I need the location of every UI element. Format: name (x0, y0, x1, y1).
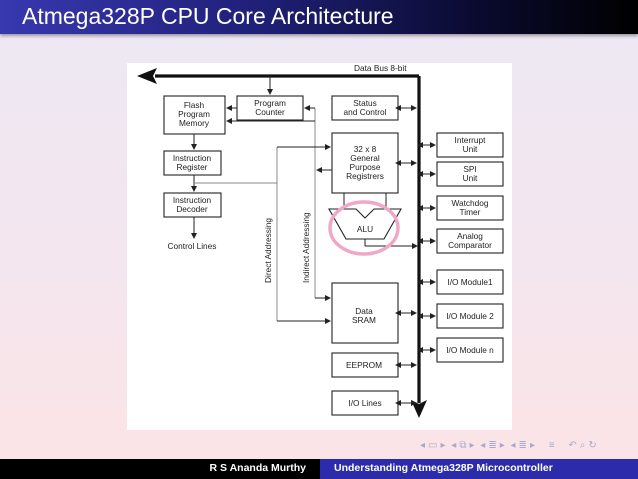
svg-text:Analog: Analog (457, 231, 483, 241)
svg-text:Flash: Flash (184, 100, 205, 110)
nav-right-arrow-icon[interactable]: ▸ (469, 440, 475, 451)
nav-left-arrow-icon[interactable]: ◂ (451, 440, 457, 451)
svg-text:Memory: Memory (179, 118, 210, 128)
internal-lines (191, 76, 332, 324)
bus-arrow-left (137, 68, 157, 84)
io-module-1-block: I/O Module1 (436, 269, 504, 295)
svg-text:Register: Register (177, 162, 208, 172)
instruction-decoder-block: Instruction Decoder (163, 192, 222, 218)
alu-highlight-circle (328, 200, 400, 256)
svg-text:Comparator: Comparator (448, 240, 492, 250)
svg-text:32 x 8: 32 x 8 (354, 144, 377, 154)
svg-text:Interrupt: Interrupt (455, 135, 487, 145)
bus-connections (395, 105, 436, 406)
section-icon[interactable]: ≣ (488, 440, 497, 451)
svg-text:SRAM: SRAM (352, 315, 376, 325)
status-control-block: Status and Control (331, 95, 399, 121)
diagram-svg: Data Bus 8-bit Flash Program Memory Prog… (137, 63, 504, 418)
svg-text:I/O Module 2: I/O Module 2 (446, 311, 494, 321)
io-module-2-block: I/O Module 2 (436, 303, 504, 329)
subsection-icon[interactable]: ≣ (518, 440, 527, 451)
back-icon[interactable]: ↶ (568, 440, 577, 451)
bus-label: Data Bus 8-bit (354, 63, 407, 73)
nav-right-arrow-icon[interactable]: ▸ (499, 440, 505, 451)
svg-text:Instruction: Instruction (173, 153, 212, 163)
svg-text:ALU: ALU (357, 224, 373, 234)
svg-text:I/O Lines: I/O Lines (348, 398, 381, 408)
program-counter-block: Program Counter (236, 95, 304, 121)
flash-memory-block: Flash Program Memory (163, 95, 226, 135)
nav-left-arrow-icon[interactable]: ◂ (480, 440, 486, 451)
svg-text:Purpose: Purpose (350, 162, 381, 172)
control-lines-label: Control Lines (168, 241, 217, 251)
subsection-frames-icon[interactable]: ⧉ (459, 440, 467, 451)
svg-text:Registrers: Registrers (346, 171, 384, 181)
search-icon[interactable]: ⌕ (579, 440, 586, 451)
analog-comparator-block: Analog Comparator (436, 228, 504, 254)
io-module-n-block: I/O Module n (436, 337, 504, 363)
align-icon[interactable]: ≡ (548, 440, 555, 451)
svg-text:Program: Program (254, 98, 286, 108)
data-sram-block: Data SRAM (331, 282, 399, 344)
footer-author: R S Ananda Murthy (209, 462, 306, 474)
svg-text:Timer: Timer (460, 207, 481, 217)
svg-text:EEPROM: EEPROM (346, 360, 382, 370)
title-bar: Atmega328P CPU Core Architecture (0, 0, 638, 34)
footer-title-panel: Understanding Atmega328P Microcontroller (320, 459, 638, 479)
interrupt-unit-block: Interrupt Unit (436, 132, 504, 158)
indirect-addressing-label: Indirect Addressing (301, 212, 311, 283)
frame-icon[interactable]: ▭ (428, 440, 438, 451)
svg-text:Decoder: Decoder (176, 204, 208, 214)
svg-text:Data: Data (355, 306, 373, 316)
nav-right-arrow-icon[interactable]: ▸ (440, 440, 446, 451)
beamer-navigation-bar: ◂▭▸ ◂⧉▸ ◂≣▸ ◂≣▸ ≡ ↶⌕↻ (420, 440, 635, 454)
direct-addressing-label: Direct Addressing (263, 218, 273, 283)
architecture-diagram: Data Bus 8-bit Flash Program Memory Prog… (127, 63, 512, 430)
nav-right-arrow-icon[interactable]: ▸ (529, 440, 535, 451)
svg-text:Program: Program (178, 109, 210, 119)
svg-text:I/O Module1: I/O Module1 (447, 277, 493, 287)
instruction-register-block: Instruction Register (163, 150, 222, 176)
spi-unit-block: SPI Unit (436, 161, 504, 187)
svg-text:General: General (350, 153, 380, 163)
nav-left-arrow-icon[interactable]: ◂ (420, 440, 426, 451)
svg-text:Watchdog: Watchdog (451, 198, 488, 208)
alu-block: ALU (328, 193, 418, 256)
slide-title: Atmega328P CPU Core Architecture (22, 3, 394, 29)
svg-text:Instruction: Instruction (173, 195, 212, 205)
svg-text:Unit: Unit (463, 173, 478, 183)
io-lines-block: I/O Lines (331, 390, 399, 416)
gpr-block: 32 x 8 General Purpose Registrers (331, 132, 399, 194)
watchdog-timer-block: Watchdog Timer (436, 195, 504, 221)
footer-author-panel: R S Ananda Murthy (0, 459, 320, 479)
footer-title: Understanding Atmega328P Microcontroller (334, 462, 553, 474)
svg-text:and Control: and Control (344, 107, 387, 117)
footer: R S Ananda Murthy Understanding Atmega32… (0, 459, 638, 479)
svg-text:Status: Status (353, 98, 377, 108)
refresh-icon[interactable]: ↻ (588, 440, 597, 451)
svg-text:Unit: Unit (463, 144, 478, 154)
svg-text:I/O Module n: I/O Module n (446, 345, 494, 355)
eeprom-block: EEPROM (331, 352, 399, 378)
svg-text:SPI: SPI (463, 164, 476, 174)
nav-left-arrow-icon[interactable]: ◂ (510, 440, 516, 451)
svg-text:Counter: Counter (255, 107, 285, 117)
